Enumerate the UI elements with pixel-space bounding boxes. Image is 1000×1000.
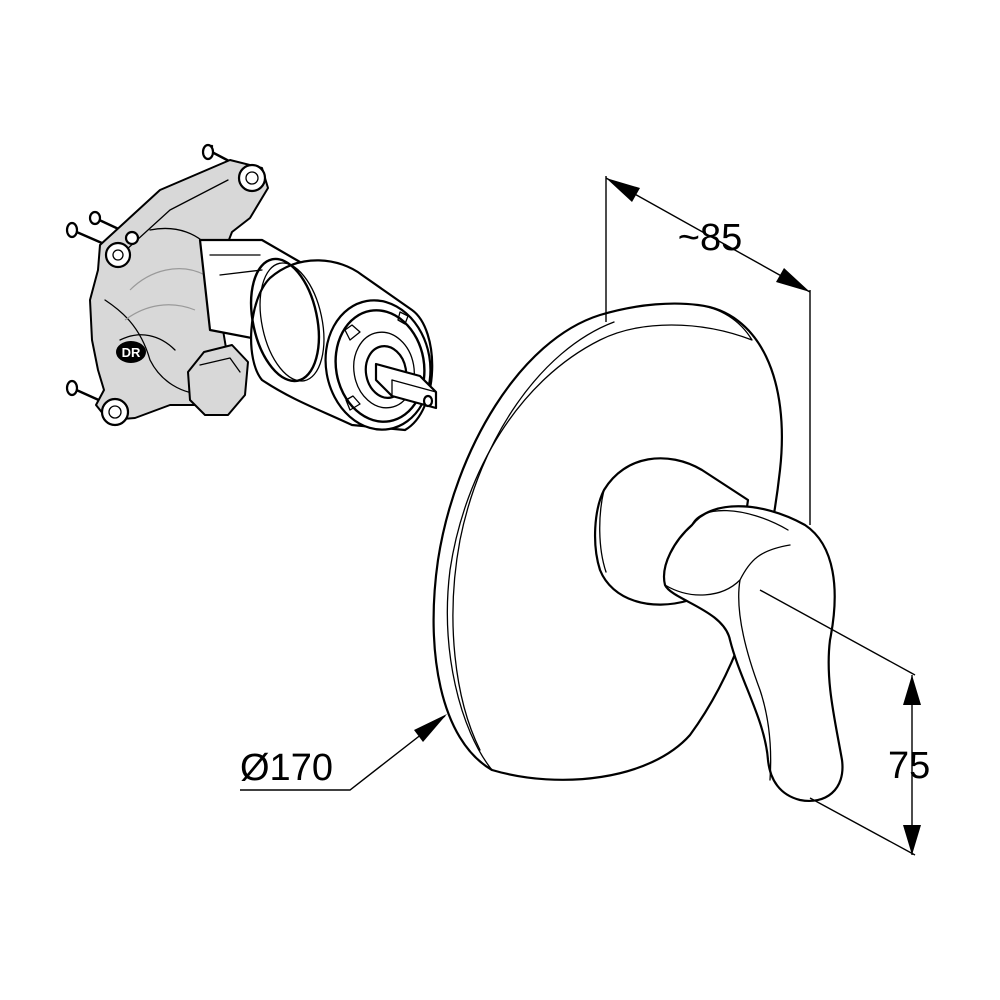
dimension-depth: ~85 xyxy=(605,176,811,525)
diameter-dimension-label: Ø170 xyxy=(240,747,333,789)
dimension-diameter: Ø170 xyxy=(240,714,447,791)
depth-dimension-label: ~85 xyxy=(678,217,742,259)
dimension-lever-height: 75 xyxy=(759,589,930,856)
bolt-heads xyxy=(100,163,267,427)
lever-height-dimension-label: 75 xyxy=(888,745,930,787)
trim-assembly xyxy=(432,302,844,803)
rough-in-valve-body: DR xyxy=(65,143,438,432)
valve-spindle xyxy=(374,362,438,410)
manufacturer-logo: DR xyxy=(116,341,146,363)
svg-text:DR: DR xyxy=(122,345,141,360)
